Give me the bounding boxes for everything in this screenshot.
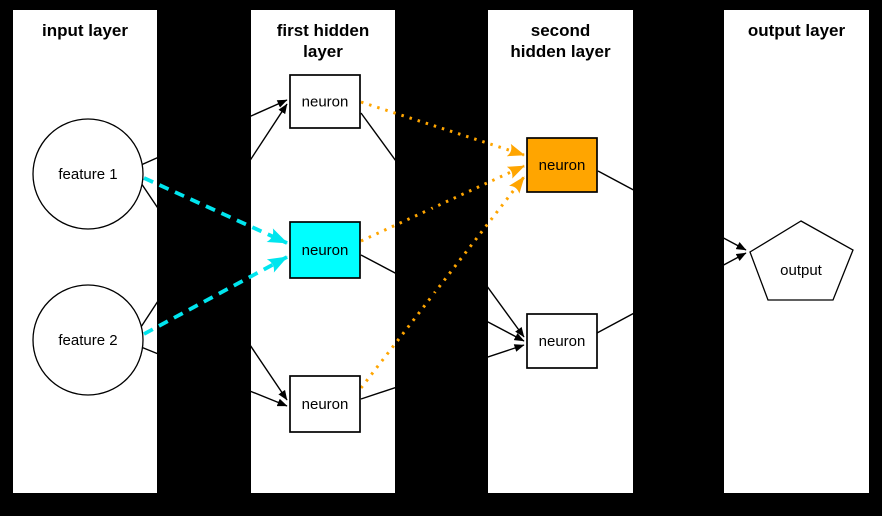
node-label-feature-2: feature 2 bbox=[58, 332, 117, 349]
edge-h1middle-to-h2bottom bbox=[360, 254, 525, 342]
edge-feature2-to-h1bottom bbox=[140, 346, 288, 407]
panel-title-first-hidden-layer: first hidden bbox=[277, 21, 370, 40]
edge-h1top-to-h2top bbox=[360, 100, 525, 157]
edge-h2top-to-output bbox=[597, 170, 747, 251]
edge-feature1-to-h1middle bbox=[143, 176, 288, 245]
node-feature-1 bbox=[32, 118, 144, 230]
node-hidden2-neuron-top bbox=[526, 137, 598, 193]
node-hidden1-neuron-bottom bbox=[289, 375, 361, 433]
panel-second-hidden-layer bbox=[488, 10, 633, 493]
edge-feature1-to-h1top bbox=[140, 99, 288, 166]
edge-h2bottom-to-output bbox=[596, 252, 747, 334]
node-label-hidden2-neuron-bottom: neuron bbox=[539, 333, 586, 350]
panel-input-layer bbox=[13, 10, 157, 493]
panel-title-output-layer: output layer bbox=[748, 21, 846, 40]
node-label-hidden1-neuron-bottom: neuron bbox=[302, 396, 349, 413]
node-label-hidden1-neuron-middle: neuron bbox=[302, 242, 349, 259]
node-hidden1-neuron-middle bbox=[289, 221, 361, 279]
edge-h1top-to-h2bottom bbox=[360, 112, 525, 338]
node-label-hidden2-neuron-top: neuron bbox=[539, 157, 586, 174]
node-label-hidden1-neuron-top: neuron bbox=[302, 94, 349, 111]
panel-title-second-hidden-layer: second bbox=[531, 21, 591, 40]
node-hidden2-neuron-bottom bbox=[526, 313, 598, 369]
node-hidden1-neuron-top bbox=[289, 74, 361, 129]
node-label-output-node: output bbox=[780, 262, 823, 279]
edge-feature2-to-h1top bbox=[140, 103, 288, 328]
node-label-feature-1: feature 1 bbox=[58, 166, 117, 183]
layer-nodes: feature 1 feature 2 neuron neuron neuron neur… bbox=[32, 74, 854, 433]
panel-title-second-hidden-layer: hidden layer bbox=[510, 42, 611, 61]
layer-edges bbox=[140, 99, 747, 407]
edge-feature1-to-h1bottom bbox=[140, 182, 288, 401]
edge-h1bottom-to-h2top bbox=[359, 176, 526, 389]
node-feature-2 bbox=[32, 284, 144, 396]
edge-h1bottom-to-h2bottom bbox=[360, 344, 525, 400]
panel-title-input-layer: input layer bbox=[42, 21, 128, 40]
layer-panels: input layer first hidden layer second hidden… bbox=[13, 10, 869, 493]
panel-title-first-hidden-layer: layer bbox=[303, 42, 343, 61]
node-output-node bbox=[749, 220, 854, 301]
